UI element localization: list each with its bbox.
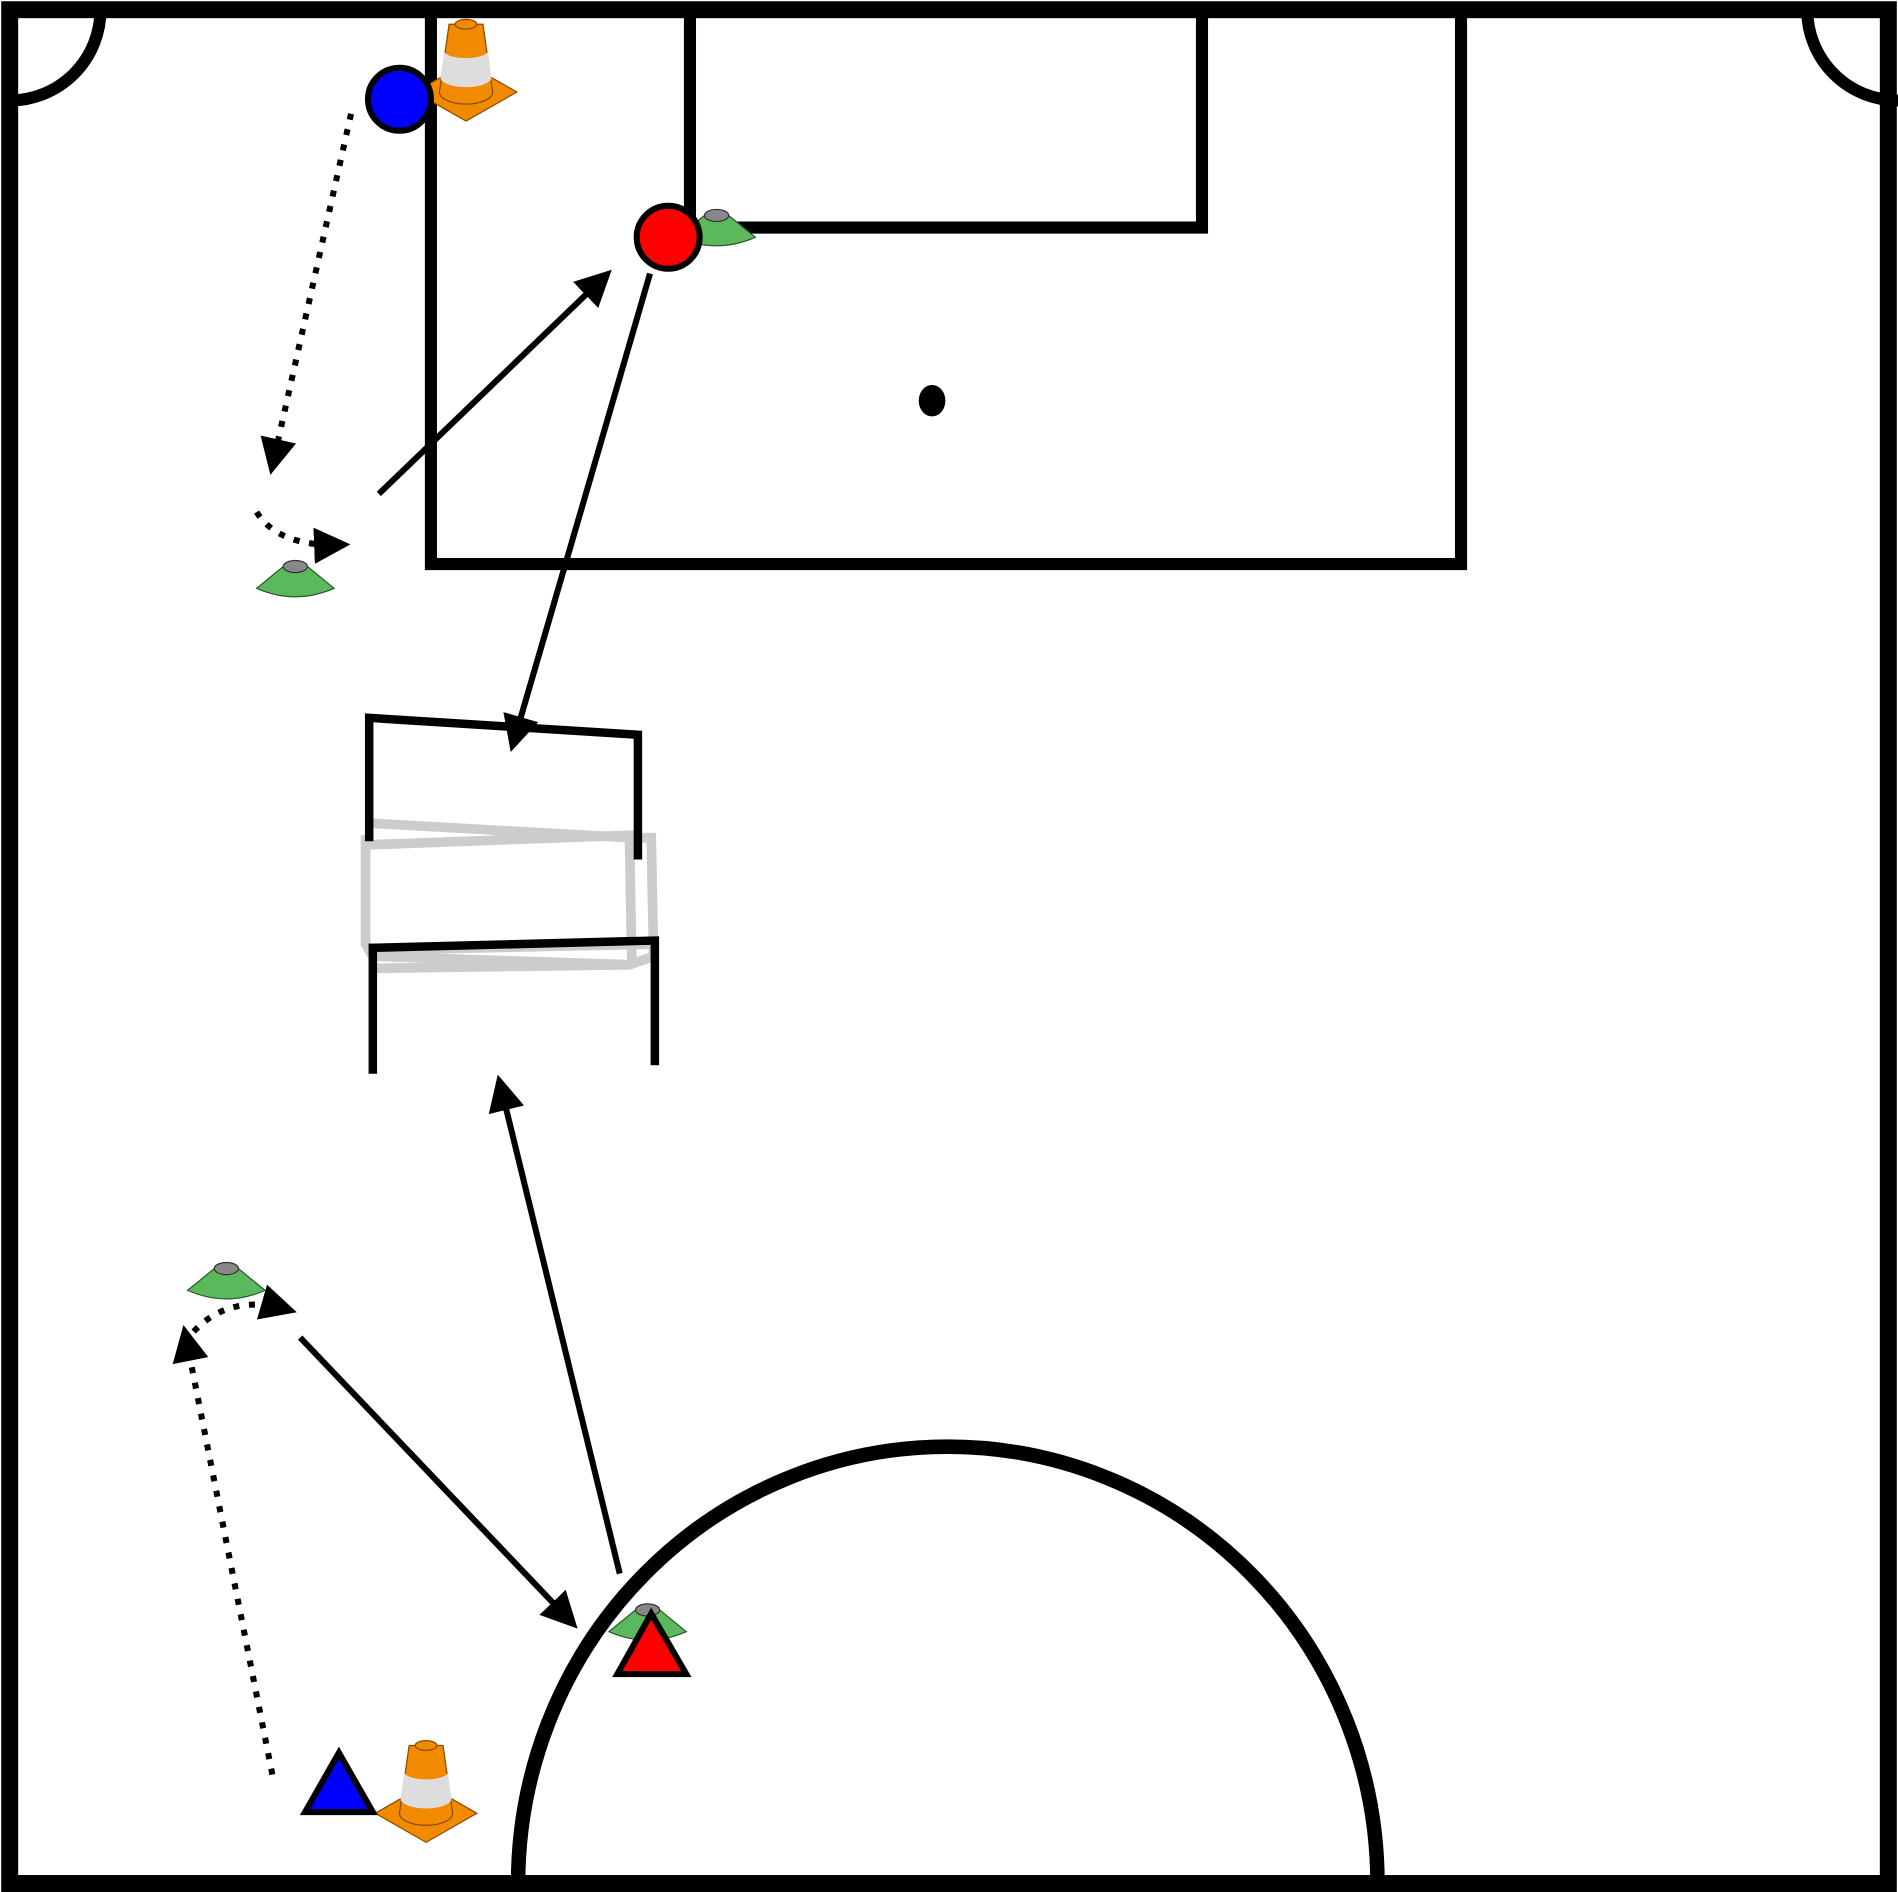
- player-red-triangle: [612, 1607, 692, 1678]
- corner-arc-right: [1801, 9, 1898, 107]
- player-blue-triangle: [299, 1746, 379, 1816]
- pass-arrow: [488, 1074, 623, 1575]
- pass-arrow: [376, 269, 612, 497]
- run-arrow: [254, 510, 351, 564]
- pass-arrow: [503, 272, 653, 752]
- corner-arc-left: [9, 9, 107, 107]
- run-arrow: [172, 1325, 276, 1776]
- center-circle: [510, 1439, 1385, 1884]
- penalty-spot: [918, 384, 946, 417]
- player-red: [633, 202, 703, 272]
- goal-area: [683, 9, 1209, 234]
- run-arrow: [260, 113, 354, 475]
- run-arrow: [191, 1284, 297, 1334]
- pass-arrow: [298, 1335, 578, 1629]
- penalty-box: [424, 9, 1468, 571]
- player-blue: [364, 64, 434, 134]
